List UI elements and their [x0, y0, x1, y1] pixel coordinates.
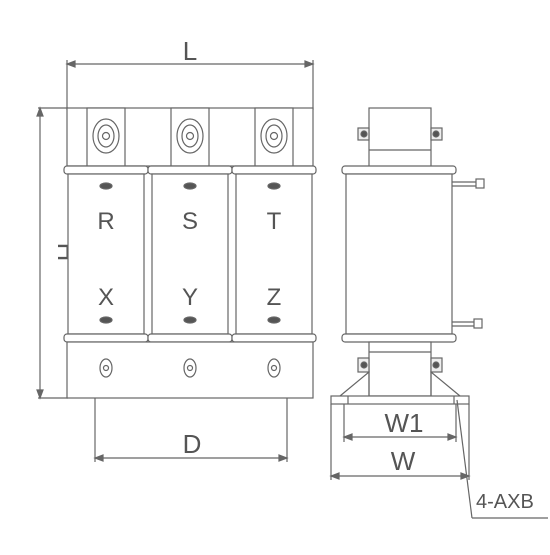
bolt-icon — [99, 358, 113, 378]
screw-icon — [267, 182, 281, 190]
coil-2 — [147, 165, 233, 343]
terminal-icon — [260, 118, 288, 154]
screw-icon — [99, 182, 113, 190]
dimension-label-w: W — [391, 446, 416, 476]
dimension-label-l: L — [183, 36, 197, 66]
coil-label-t: T — [267, 208, 282, 235]
coil-label-y: Y — [182, 284, 198, 311]
top-clamp — [66, 107, 314, 167]
mounting-hole-callout: 4-AXB — [456, 399, 548, 519]
bolt-icon — [267, 358, 281, 378]
coil-1 — [63, 165, 149, 343]
coil-label-s: S — [182, 208, 198, 235]
screw-icon — [183, 316, 197, 324]
dimension-l: L — [65, 36, 315, 110]
coil-label-r: R — [97, 208, 114, 235]
dimension-w: W — [329, 404, 471, 480]
screw-icon — [99, 316, 113, 324]
coil-label-x: X — [98, 284, 114, 311]
terminal-icon — [92, 118, 120, 154]
terminal-icon — [176, 118, 204, 154]
coil-3 — [231, 165, 317, 343]
coil-label-z: Z — [267, 284, 282, 311]
screw-icon — [267, 316, 281, 324]
bottom-clamp — [66, 341, 314, 399]
dimension-label-w1: W1 — [385, 408, 424, 438]
screw-icon — [183, 182, 197, 190]
bolt-icon — [183, 358, 197, 378]
dimension-label-d: D — [183, 429, 202, 459]
mounting-feet — [330, 370, 470, 405]
lead-wire — [452, 318, 483, 329]
side-view: W1 W 4-AXB — [329, 107, 548, 519]
lead-wire — [452, 178, 485, 189]
dimension-d: D — [93, 398, 289, 462]
dimension-w1: W1 — [342, 404, 458, 442]
front-view: L H — [36, 36, 317, 462]
mounting-hole-label: 4-AXB — [476, 491, 534, 513]
